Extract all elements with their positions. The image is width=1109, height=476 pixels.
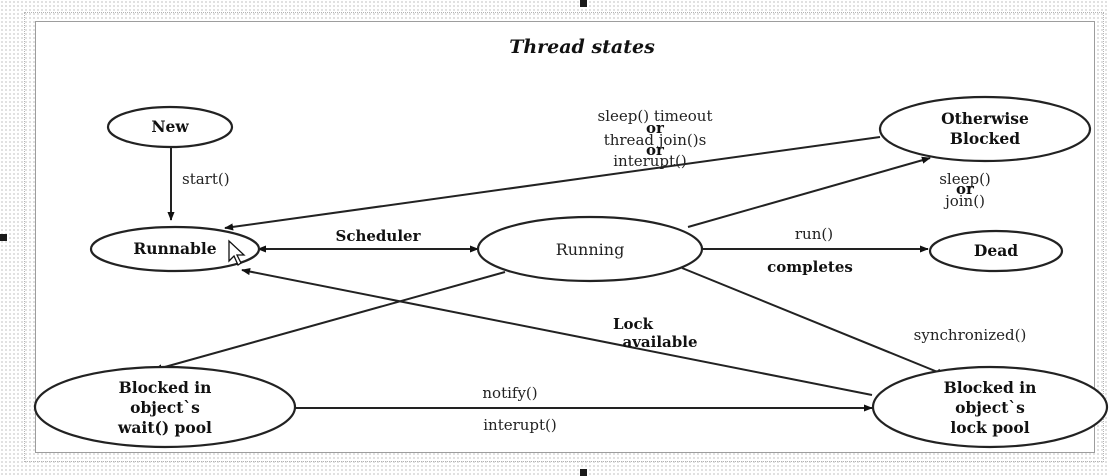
node-new: New bbox=[106, 105, 234, 149]
label-timeout: or bbox=[646, 141, 665, 159]
label-sleep-join: sleep() bbox=[939, 170, 991, 188]
selection-handle[interactable] bbox=[0, 234, 7, 241]
label-timeout: thread join()s bbox=[604, 131, 707, 149]
node-lock-pool-line: object`s bbox=[955, 398, 1025, 417]
node-wait-pool-line: object`s bbox=[130, 398, 200, 417]
node-dead-label: Dead bbox=[974, 241, 1018, 260]
node-running-label: Running bbox=[556, 240, 625, 259]
edge-running-lock-pool bbox=[681, 267, 946, 376]
node-runnable-label: Runnable bbox=[133, 239, 216, 258]
node-otherwise-blocked-line: Blocked bbox=[950, 129, 1020, 148]
label-completes: completes bbox=[767, 258, 853, 276]
label-notify: notify() bbox=[482, 384, 537, 402]
label-lock-available: Lock bbox=[613, 315, 654, 333]
edge-running-otherwise-blocked bbox=[687, 156, 931, 228]
selection-handle[interactable] bbox=[580, 469, 587, 476]
node-running: Running bbox=[476, 215, 704, 283]
label-lock-available: available bbox=[623, 333, 698, 351]
node-lock-pool-line: Blocked in bbox=[944, 378, 1037, 397]
node-otherwise-blocked: Otherwise Blocked bbox=[878, 95, 1092, 163]
edge-running-wait-pool bbox=[153, 271, 506, 372]
diagram-title: Thread states bbox=[509, 36, 655, 58]
label-timeout: sleep() timeout bbox=[598, 107, 713, 125]
node-otherwise-blocked-line: Otherwise bbox=[941, 109, 1029, 128]
node-wait-pool-line: Blocked in bbox=[119, 378, 212, 397]
node-runnable: Runnable bbox=[89, 225, 261, 273]
label-start: start() bbox=[182, 170, 230, 188]
label-sleep-join: join() bbox=[943, 192, 985, 210]
label-timeout: interupt() bbox=[613, 152, 687, 170]
node-wait-pool: Blocked in object`s wait() pool bbox=[33, 365, 297, 449]
label-timeout: or bbox=[646, 119, 665, 137]
edge-lock-pool-runnable bbox=[241, 268, 873, 396]
label-run: run() bbox=[795, 225, 833, 243]
label-sleep-join: or bbox=[956, 180, 975, 198]
label-scheduler: Scheduler bbox=[336, 227, 422, 245]
edge-otherwise-blocked-runnable bbox=[224, 136, 881, 231]
node-new-label: New bbox=[151, 117, 189, 136]
label-interupt: interupt() bbox=[483, 416, 557, 434]
node-dead: Dead bbox=[928, 229, 1064, 273]
selection-handle[interactable] bbox=[580, 0, 587, 7]
node-lock-pool-line: lock pool bbox=[950, 418, 1029, 437]
node-lock-pool: Blocked in object`s lock pool bbox=[871, 365, 1109, 449]
mouse-cursor-icon bbox=[228, 239, 246, 266]
node-wait-pool-line: wait() pool bbox=[117, 418, 212, 437]
label-synchronized: synchronized() bbox=[914, 326, 1027, 344]
